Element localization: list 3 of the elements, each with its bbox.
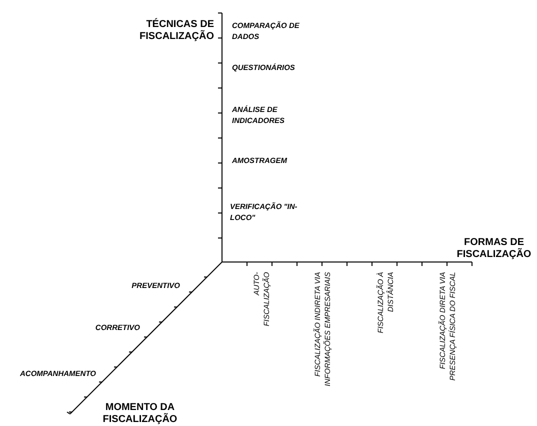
axis-title: TÉCNICAS DE FISCALIZAÇÃO (138, 19, 214, 43)
axis-title: MOMENTO DA FISCALIZAÇÃO (102, 402, 178, 426)
axis-title: FORMAS DE FISCALIZAÇÃO (456, 237, 532, 261)
